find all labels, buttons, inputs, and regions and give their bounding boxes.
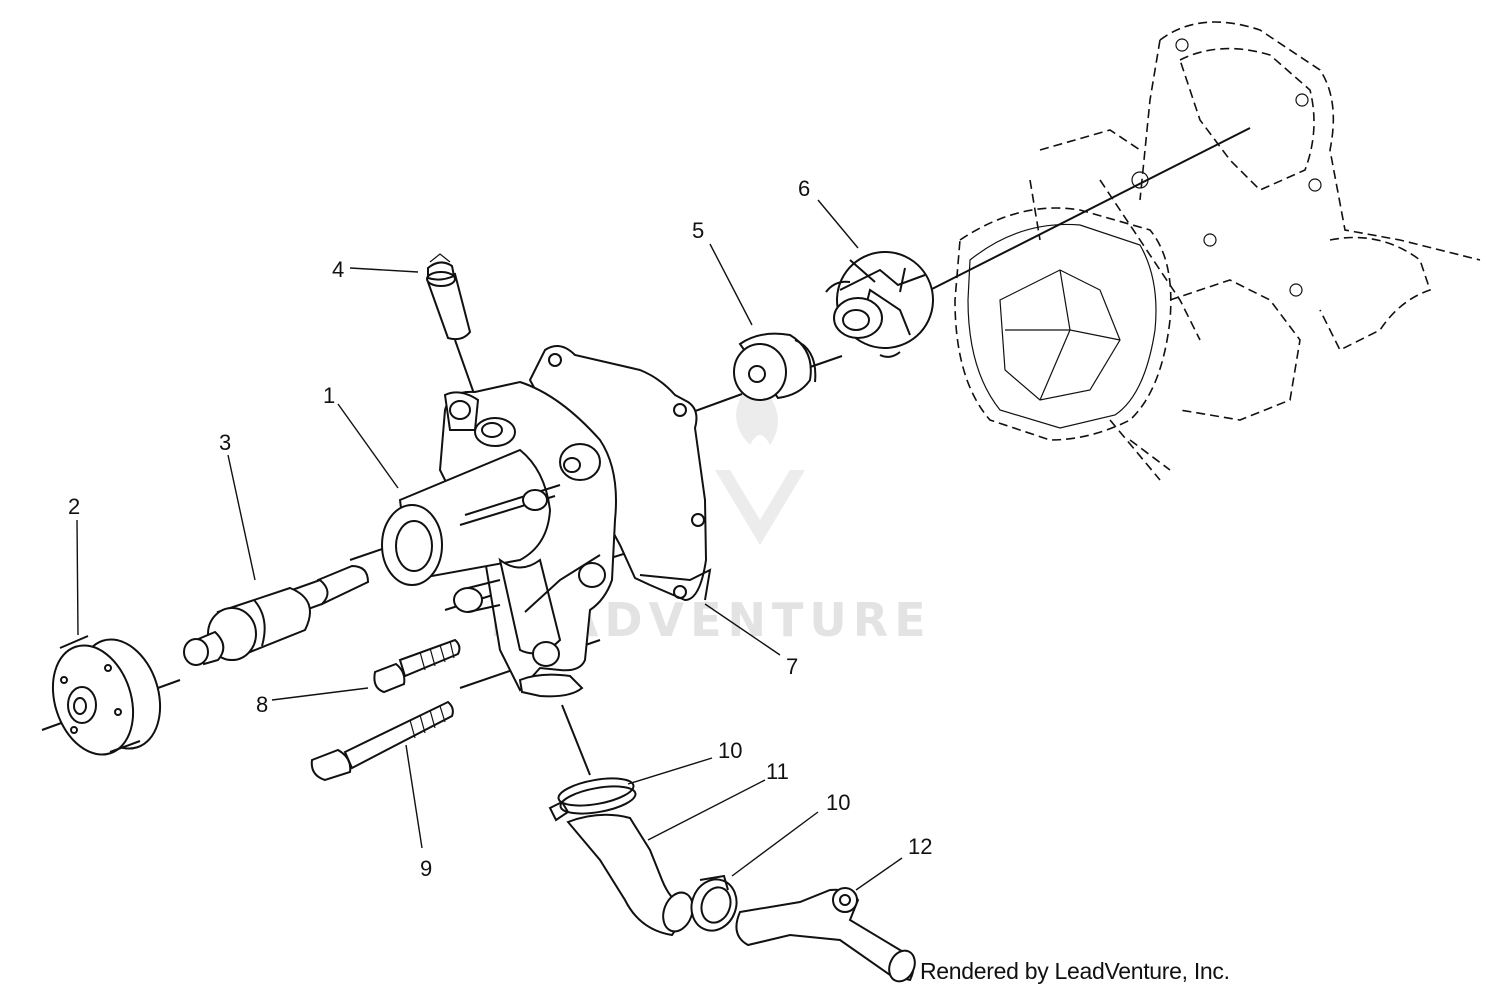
impeller-part-6 [825,251,934,358]
callout-labels: 1 2 3 4 5 6 7 8 9 10 11 10 12 [68,176,932,881]
watermark-logo-icon [715,470,805,545]
pulley-flange-part-2 [51,635,162,756]
callout-1: 1 [323,383,335,408]
callout-5: 5 [692,218,704,243]
seal-part-5 [733,332,817,401]
callout-2: 2 [68,494,80,519]
callout-3: 3 [219,430,231,455]
callout-9: 9 [420,856,432,881]
hose-clamp-part-10b [690,878,738,932]
callout-6: 6 [798,176,810,201]
callout-12: 12 [908,834,932,859]
hose-assembly [548,777,916,983]
engine-housing [954,21,1481,481]
fitting-part-4 [426,253,472,341]
callout-10a: 10 [718,738,742,763]
callout-11: 11 [766,759,789,784]
bearing-shaft-part-3 [183,564,370,666]
gasket-part-7 [639,568,712,601]
pipe-part-12 [735,888,915,982]
credit-text: Rendered by LeadVenture, Inc. [920,958,1230,984]
water-pump-body-part-1 [381,345,708,698]
short-bolt-part-8 [373,638,461,694]
callout-7: 7 [786,654,798,679]
hose-clamp-part-10a [557,777,635,807]
long-bolt-part-9 [310,700,454,782]
leader-lines [76,199,903,891]
callout-8: 8 [256,692,268,717]
callout-10b: 10 [826,790,850,815]
callout-4: 4 [332,257,344,282]
